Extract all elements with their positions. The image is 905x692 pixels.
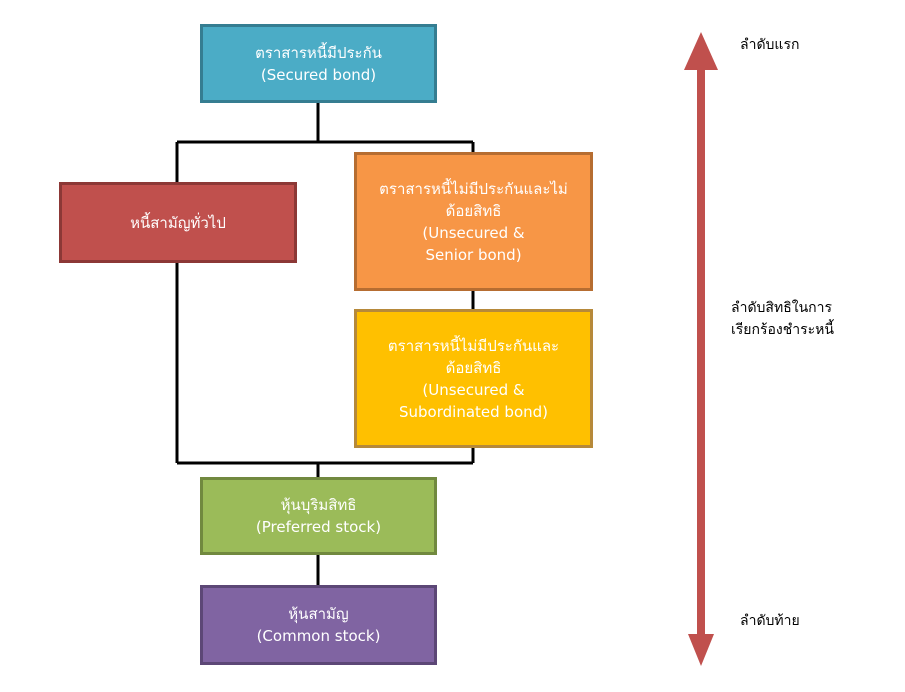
senior-en-2: Senior bond)	[425, 245, 522, 264]
subordinated-bond-box: ตราสารหนี้ไม่มีประกันและ ด้อยสิทธิ (Unse…	[354, 309, 593, 448]
general-thai: หนี้สามัญทั่วไป	[130, 213, 226, 232]
senior-thai-1: ตราสารหนี้ไม่มีประกันและไม่	[379, 179, 568, 198]
priority-arrow-icon	[684, 32, 718, 666]
common-stock-box: หุ้นสามัญ (Common stock)	[200, 585, 437, 665]
senior-thai-2: ด้อยสิทธิ	[445, 201, 502, 220]
subordinated-thai-2: ด้อยสิทธิ	[445, 358, 502, 377]
axis-bottom-label: ลำดับท้าย	[740, 613, 800, 629]
connector-line	[175, 262, 475, 477]
common-en: (Common stock)	[256, 627, 381, 645]
axis-top-label: ลำดับแรก	[740, 37, 800, 53]
preferred-en: (Preferred stock)	[255, 518, 382, 536]
common-thai: หุ้นสามัญ	[288, 605, 349, 623]
connector-line	[175, 102, 475, 182]
senior-en-1: (Unsecured &	[422, 223, 525, 242]
secured-thai: ตราสารหนี้มีประกัน	[255, 43, 382, 62]
subordinated-en-2: Subordinated bond)	[399, 402, 548, 421]
general-debt-box: หนี้สามัญทั่วไป	[59, 182, 297, 263]
subordinated-en-1: (Unsecured &	[422, 380, 525, 399]
senior-bond-box: ตราสารหนี้ไม่มีประกันและไม่ ด้อยสิทธิ (U…	[354, 152, 593, 291]
secured-bond-box: ตราสารหนี้มีประกัน (Secured bond)	[200, 24, 437, 103]
preferred-thai: หุ้นบุริมสิทธิ	[280, 496, 357, 514]
axis-middle-label-2: เรียกร้องชำระหนี้	[731, 322, 834, 338]
secured-en: (Secured bond)	[260, 65, 377, 84]
axis-middle-label-1: ลำดับสิทธิในการ	[731, 300, 833, 316]
subordinated-thai-1: ตราสารหนี้ไม่มีประกันและ	[387, 336, 560, 355]
preferred-stock-box: หุ้นบุริมสิทธิ (Preferred stock)	[200, 477, 437, 555]
